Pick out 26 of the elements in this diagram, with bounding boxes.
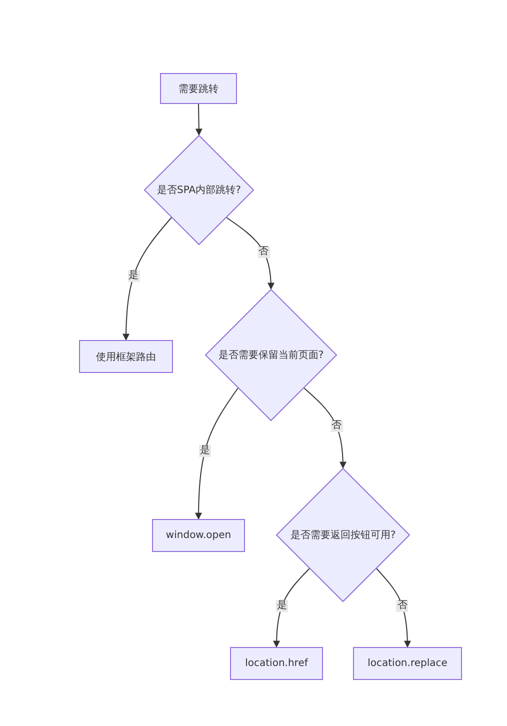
arrow — [195, 388, 238, 520]
node-label: location.replace — [368, 658, 448, 669]
node-label: 使用框架路由 — [96, 350, 156, 364]
edge-label: 是 — [276, 600, 288, 612]
node-label: location.href — [245, 658, 308, 669]
node-label: 是否需要保留当前页面? — [218, 348, 324, 362]
arrow — [304, 388, 346, 469]
process-box — [79, 340, 173, 373]
arrow — [226, 217, 274, 290]
arrow — [273, 568, 310, 648]
arrow — [376, 568, 411, 648]
edge-label: 否 — [330, 420, 343, 432]
node-label: 是否SPA内部跳转? — [157, 184, 241, 197]
process-box — [353, 647, 462, 680]
process-box — [152, 519, 245, 552]
edge-label: 是 — [128, 270, 140, 282]
process-box — [160, 73, 237, 104]
node-label: 是否需要返回按钮可用? — [290, 528, 396, 542]
arrow — [195, 104, 202, 136]
edge-label: 是 — [199, 444, 212, 457]
edge-label: 否 — [396, 600, 408, 612]
arrow — [122, 217, 172, 341]
edge-label: 否 — [258, 246, 270, 258]
process-box — [230, 647, 323, 680]
node-label: 需要跳转 — [178, 82, 218, 96]
node-label: window.open — [166, 530, 232, 541]
